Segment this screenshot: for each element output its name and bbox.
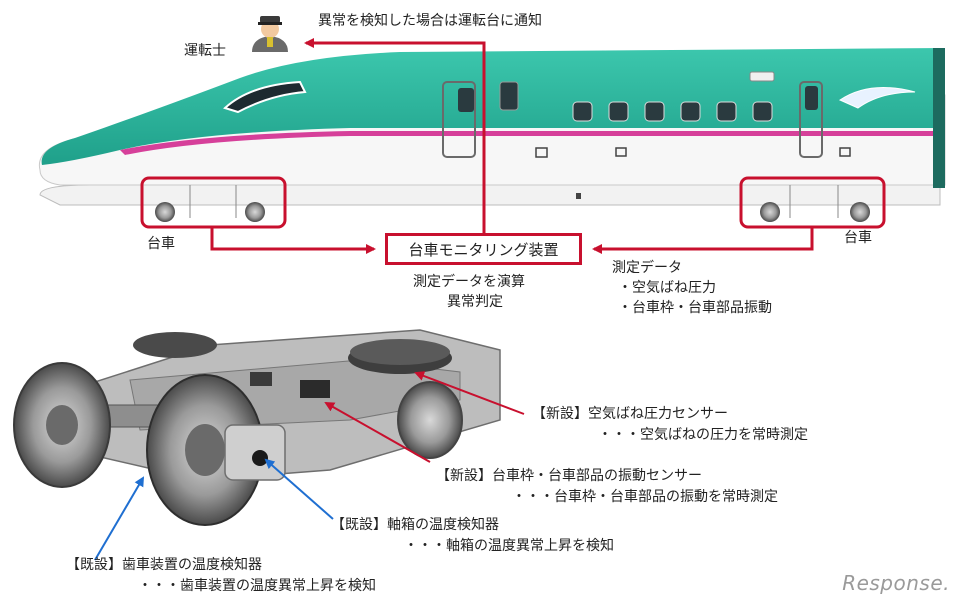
data-title: 測定データ [612, 260, 682, 276]
bogie-illustration [13, 329, 501, 526]
data-item-vibration: ・台車枠・台車部品振動 [618, 300, 772, 316]
annotation-gear-title: 【既設】歯車装置の温度検知器 [66, 557, 262, 573]
train-illustration [38, 48, 946, 222]
data-flow-arrows [210, 38, 814, 254]
driver-icon [252, 16, 288, 52]
bogie-monitoring-device-box: 台車モニタリング装置 [385, 233, 582, 265]
calc-text-line2: 異常判定 [447, 294, 503, 310]
annotation-arrows [94, 371, 525, 561]
bogie-right-label: 台車 [844, 230, 872, 246]
notify-note: 異常を検知した場合は運転台に通知 [318, 13, 542, 29]
annotation-vibration-title: 【新設】台車枠・台車部品の振動センサー [436, 468, 702, 484]
data-item-air-spring: ・空気ばね圧力 [618, 280, 716, 296]
annotation-axlebox-title: 【既設】軸箱の温度検知器 [331, 517, 499, 533]
annotation-axlebox-desc: ・・・軸箱の温度異常上昇を検知 [404, 538, 614, 554]
annotation-air-spring-title: 【新設】空気ばね圧力センサー [532, 406, 728, 422]
driver-label: 運転士 [184, 43, 226, 59]
annotation-gear-desc: ・・・歯車装置の温度異常上昇を検知 [138, 578, 376, 594]
bogie-left-label: 台車 [147, 236, 175, 252]
response-logo: Response. [842, 571, 950, 595]
annotation-vibration-desc: ・・・台車枠・台車部品の振動を常時測定 [512, 489, 778, 505]
annotation-air-spring-desc: ・・・空気ばねの圧力を常時測定 [598, 427, 808, 443]
calc-text-line1: 測定データを演算 [413, 274, 525, 290]
